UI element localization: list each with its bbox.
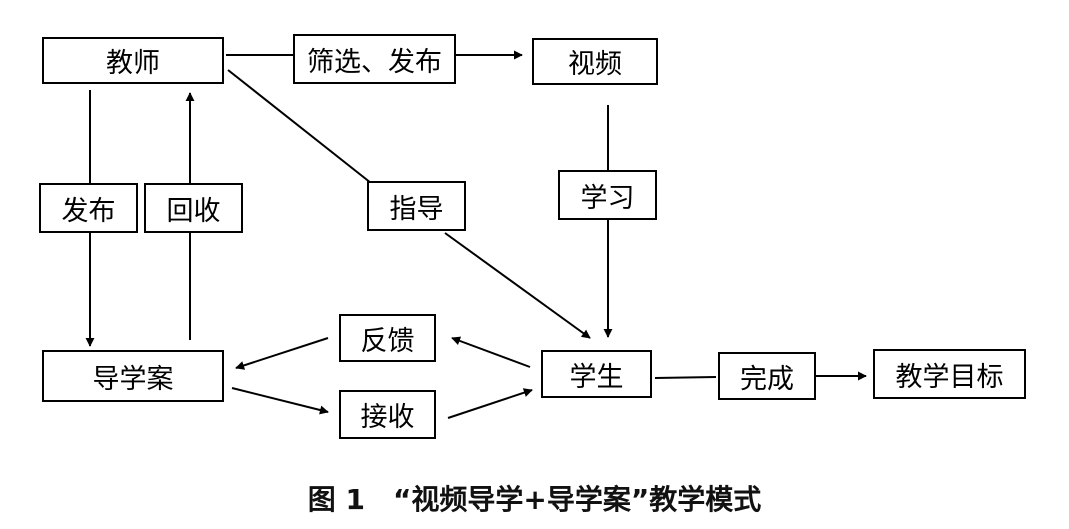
label-complete: 完成 [718, 352, 816, 400]
figure-caption: 图 1 “视频导学+导学案”教学模式 [0, 478, 1069, 518]
label-feedback: 反馈 [339, 314, 436, 362]
edge-feedback-b [235, 337, 329, 370]
edge-guide-b [444, 232, 591, 339]
node-teacher: 教师 [42, 37, 224, 84]
label-select-publish: 筛选、发布 [293, 34, 456, 84]
edge-receive-a [231, 387, 329, 415]
figure-number: 图 1 [307, 483, 365, 516]
edge-guide-a [227, 69, 372, 184]
edge-receive-b [447, 388, 533, 419]
edge-complete-a [654, 376, 717, 379]
figure-title: “视频导学+导学案”教学模式 [392, 483, 762, 516]
label-guide: 指导 [367, 181, 466, 231]
node-study-guide: 导学案 [42, 350, 224, 402]
edge-feedback-a [451, 336, 531, 368]
label-learn: 学习 [558, 170, 657, 220]
node-teaching-goal: 教学目标 [873, 349, 1026, 399]
label-publish: 发布 [39, 183, 138, 233]
label-collect: 回收 [144, 183, 243, 233]
label-receive: 接收 [339, 390, 436, 439]
node-student: 学生 [541, 350, 652, 398]
node-video: 视频 [532, 38, 658, 85]
